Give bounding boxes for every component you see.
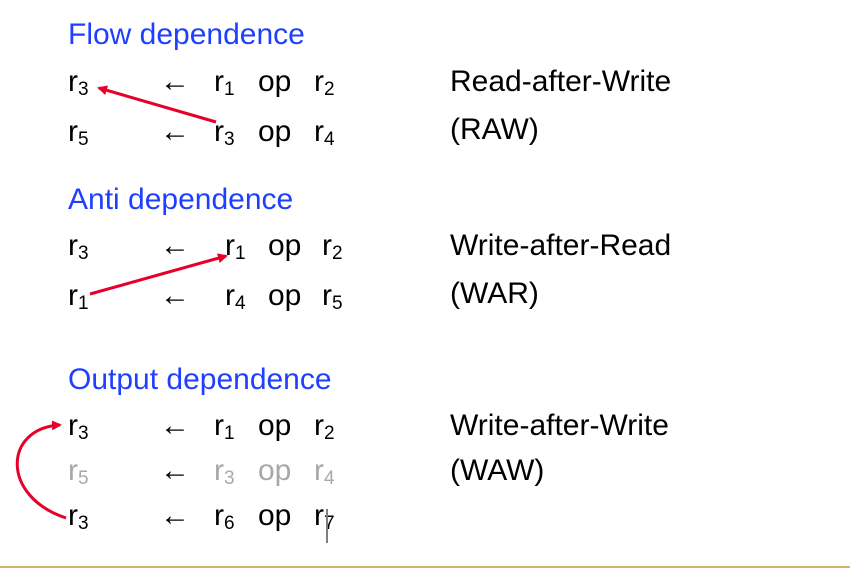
- waw-line2-src2: r4: [314, 454, 335, 489]
- war-line2-src1: r4: [225, 279, 246, 314]
- raw-line1-assign-arrow: ←: [160, 65, 190, 98]
- raw-line2-src1: r3: [214, 115, 235, 150]
- waw-line1-dst: r3: [68, 409, 89, 444]
- waw-desc-title: Write-after-Write: [450, 409, 669, 442]
- raw-line2-src2: r4: [314, 115, 335, 150]
- war-line1-src1: r1: [225, 229, 246, 264]
- war-line1-assign-arrow: ←: [160, 229, 190, 262]
- waw-line1-src2: r2: [314, 409, 335, 444]
- waw-line2-op: op: [258, 454, 292, 487]
- waw-line2-src1: r3: [214, 454, 235, 489]
- raw-line1-dst: r3: [68, 65, 89, 100]
- war-line2-assign-arrow: ←: [160, 279, 190, 312]
- raw-line2-assign-arrow: ←: [160, 115, 190, 148]
- war-desc-title: Write-after-Read: [450, 229, 672, 262]
- war-desc-abbrev: (WAR): [450, 277, 539, 310]
- footer-divider: [0, 566, 850, 568]
- raw-line1-op: op: [258, 65, 292, 98]
- war-line2-op: op: [268, 279, 302, 312]
- waw-line3-assign-arrow: ←: [160, 499, 190, 532]
- waw-line2-assign-arrow: ←: [160, 454, 190, 487]
- war-line2-src2: r5: [322, 279, 343, 314]
- war-line2-dst: r1: [68, 279, 89, 314]
- anti-dependence-heading: Anti dependence: [68, 183, 294, 216]
- waw-line3-src2: r7: [314, 499, 335, 534]
- raw-desc-title: Read-after-Write: [450, 65, 672, 98]
- waw-dependency-arrow: [15, 420, 67, 520]
- waw-desc-abbrev: (WAW): [450, 454, 545, 487]
- raw-line2-dst: r5: [68, 115, 89, 150]
- waw-line1-op: op: [258, 409, 292, 442]
- waw-line2-dst: r5: [68, 454, 89, 489]
- war-line1-dst: r3: [68, 229, 89, 264]
- text-cursor-mark: [326, 509, 328, 543]
- flow-dependence-heading: Flow dependence: [68, 18, 305, 51]
- waw-line3-dst: r3: [68, 499, 89, 534]
- waw-line3-src1: r6: [214, 499, 235, 534]
- war-line1-src2: r2: [322, 229, 343, 264]
- war-dependency-arrow: [89, 253, 228, 296]
- output-dependence-heading: Output dependence: [68, 363, 332, 396]
- waw-line3-op: op: [258, 499, 292, 532]
- raw-line2-op: op: [258, 115, 292, 148]
- raw-desc-abbrev: (RAW): [450, 113, 539, 146]
- raw-line1-src2: r2: [314, 65, 335, 100]
- raw-dependency-arrow: [97, 85, 217, 124]
- raw-line1-src1: r1: [214, 65, 235, 100]
- waw-line1-assign-arrow: ←: [160, 409, 190, 442]
- waw-line1-src1: r1: [214, 409, 235, 444]
- war-line1-op: op: [268, 229, 302, 262]
